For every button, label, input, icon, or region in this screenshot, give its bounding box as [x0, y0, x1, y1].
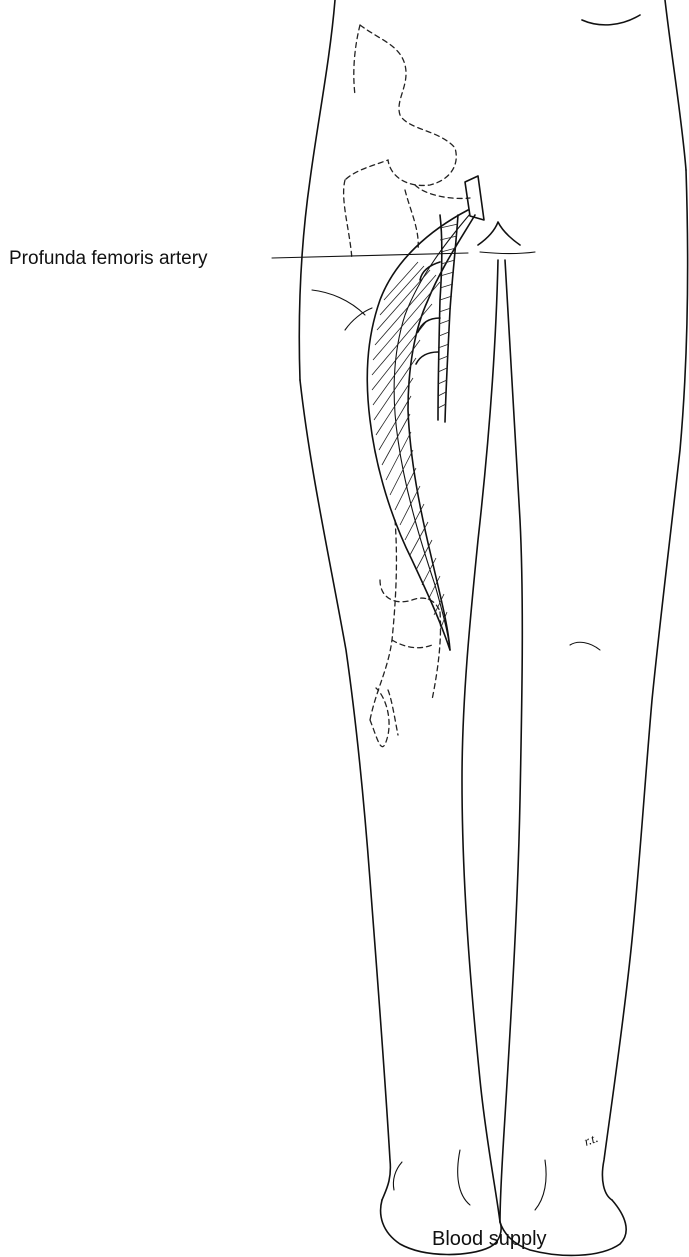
- profunda-femoris-artery-vessel: [416, 176, 484, 422]
- artist-signature: r.t.: [582, 1130, 600, 1149]
- muscle-flap: [312, 210, 475, 650]
- figure-caption: Blood supply: [432, 1228, 547, 1250]
- left-leg-outline: [300, 260, 501, 1255]
- right-leg-outline: [500, 170, 688, 1255]
- artery-label: Profunda femoris artery: [9, 248, 208, 269]
- bone-outline-dashed: [344, 25, 470, 747]
- torso-outline: [299, 0, 686, 380]
